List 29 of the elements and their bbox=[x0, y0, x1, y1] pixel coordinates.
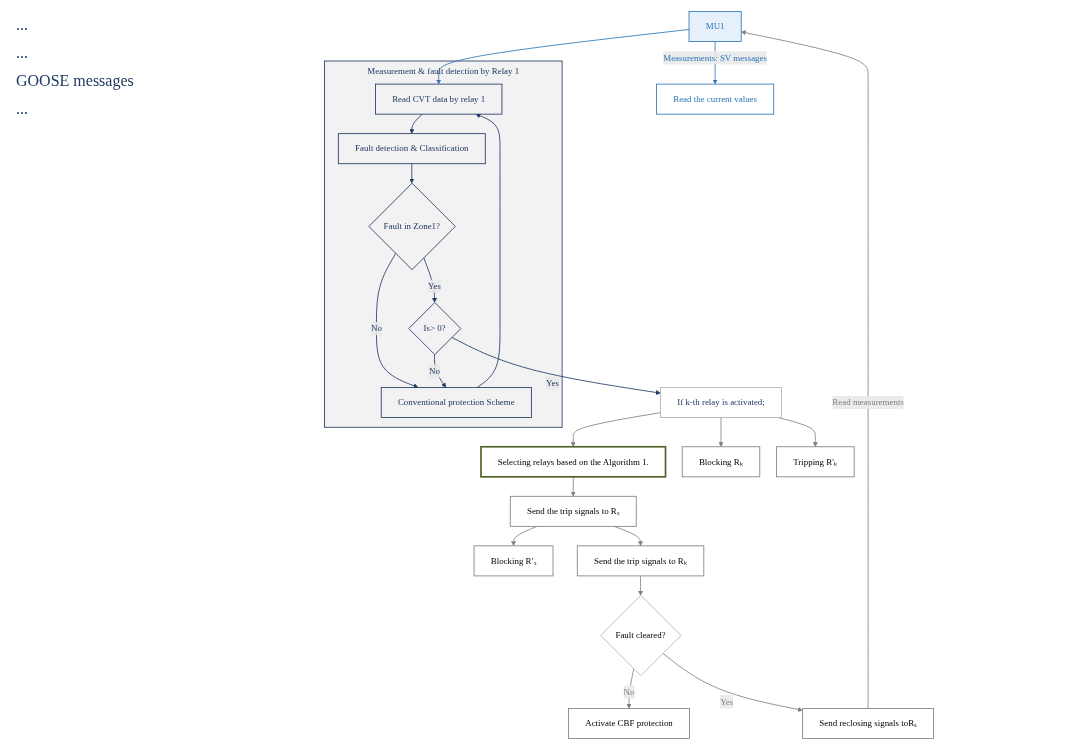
node-box: Send the trip signals to Rₖ bbox=[576, 545, 705, 577]
edge-label: Yes bbox=[720, 696, 734, 707]
edge-label: Measurements: SV messages bbox=[663, 52, 767, 63]
node-box: MU1 bbox=[688, 11, 742, 42]
node-box: Fault detection & Classification bbox=[337, 133, 486, 165]
node-box: Read the current values bbox=[656, 83, 775, 115]
node-box: Conventional protection Scheme bbox=[380, 387, 532, 418]
node-box: Read CVT data by relay 1 bbox=[375, 83, 503, 115]
node-diamond: Is> 0? bbox=[408, 302, 462, 356]
note-text: ... bbox=[16, 16, 29, 34]
node-box: Send the trip signals to Rₛ bbox=[509, 495, 637, 527]
edge-label: No bbox=[623, 687, 635, 697]
node-box: Blocking R′ₛ bbox=[473, 545, 554, 577]
edge-label: Read measurements bbox=[832, 397, 904, 407]
note-text: ... bbox=[16, 44, 29, 62]
node-diamond: Fault cleared? bbox=[600, 594, 682, 677]
node-box: Tripping R′ₖ bbox=[776, 446, 855, 478]
node-box: Selecting relays based on the Algorithm 1. bbox=[480, 445, 667, 478]
note-text: GOOSE messages bbox=[16, 72, 135, 90]
node-box: Blocking Rₖ bbox=[681, 446, 761, 478]
note-text: ... bbox=[16, 100, 29, 118]
edge-label: No bbox=[429, 366, 440, 376]
edge-label: Yes bbox=[428, 281, 442, 291]
edge-label: No bbox=[370, 323, 382, 334]
node-box: If k-th relay is activated; bbox=[660, 387, 782, 418]
edge-label: Yes bbox=[546, 378, 560, 388]
node-box: Activate CBF protection bbox=[568, 708, 690, 739]
node-box: Send reclosing signals toRₛ bbox=[802, 708, 934, 739]
node-diamond: Fault in Zone1? bbox=[368, 182, 456, 271]
